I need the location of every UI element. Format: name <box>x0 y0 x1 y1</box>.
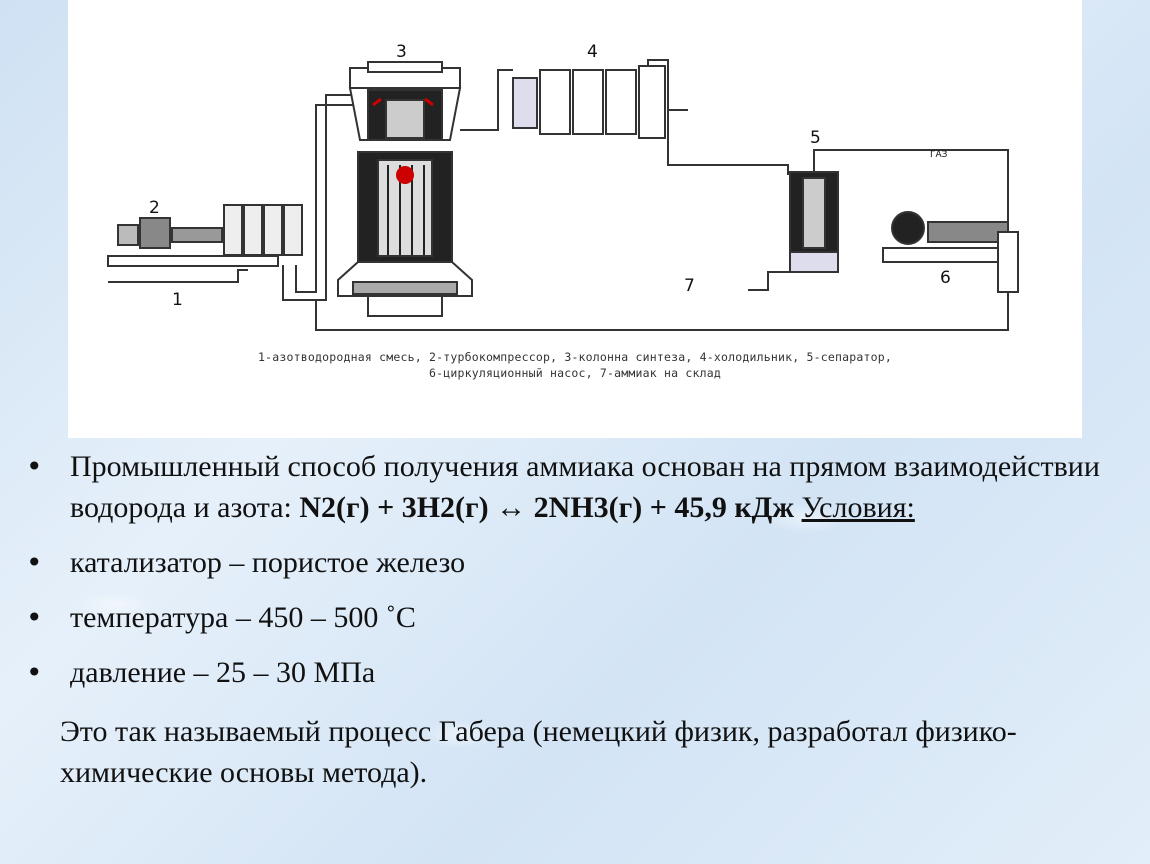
gas-line <box>813 149 1009 240</box>
label-5: 5 <box>810 128 821 148</box>
turbocompressor <box>117 204 303 256</box>
conditions-heading: Условия: <box>801 491 915 524</box>
temperature-text: температура – 450 – 500 ˚С <box>70 601 416 634</box>
diagram-caption-line1: 1-азотводородная смесь, 2-турбокомпрессо… <box>258 350 892 364</box>
label-2: 2 <box>149 198 160 218</box>
label-gas: ГАЗ <box>930 150 948 160</box>
bullet-method-text: Промышленный способ получения аммиака ос… <box>70 450 1100 524</box>
label-3: 3 <box>396 42 407 62</box>
label-6: 6 <box>940 268 951 288</box>
bullet-marker: • <box>26 450 43 483</box>
feed-line-1 <box>108 269 248 283</box>
pipe-column-cooler <box>460 69 513 131</box>
return-line <box>315 292 1009 331</box>
diagram-caption-line2: 6-циркуляционный насос, 7-аммиак на скла… <box>428 366 722 380</box>
label-7: 7 <box>684 276 695 296</box>
bullet-item-catalyst: • катализатор – пористое железо <box>26 542 1136 583</box>
bullet-item-pressure: • давление – 25 – 30 МПа <box>26 652 1136 693</box>
separator <box>748 171 839 291</box>
bullet-marker: • <box>26 601 43 634</box>
pipe-compressor-column <box>282 94 358 301</box>
bullet-item-method: • Промышленный способ получения аммиака … <box>26 446 1136 528</box>
label-4: 4 <box>587 42 598 62</box>
ammonia-synthesis-scheme <box>107 59 1019 331</box>
pressure-text: давление – 25 – 30 МПа <box>70 656 376 689</box>
bullet-item-temperature: • температура – 450 – 500 ˚С <box>26 597 1136 638</box>
catalyst-text: катализатор – пористое железо <box>70 546 466 579</box>
pipe-compressor-column-2 <box>295 104 358 293</box>
label-1: 1 <box>172 290 183 310</box>
bullet-marker: • <box>26 546 43 579</box>
process-diagram: 3 4 2 1 5 6 7 ГАЗ 1-азотводородная смесь… <box>68 0 1082 438</box>
haber-process-paragraph: Это так называемый процесс Габера (немец… <box>60 715 1017 789</box>
bullet-marker: • <box>26 656 43 689</box>
synthesis-column <box>337 61 473 317</box>
slide-text: • Промышленный способ получения аммиака … <box>26 446 1136 793</box>
feed-pipe <box>107 255 279 267</box>
spacer <box>794 491 802 524</box>
reaction-formula: N2(г) + 3H2(г) ↔ 2NH3(г) + 45,9 кДж <box>299 491 795 524</box>
pipe-cooler-separator <box>667 150 789 175</box>
cooler <box>512 59 688 150</box>
